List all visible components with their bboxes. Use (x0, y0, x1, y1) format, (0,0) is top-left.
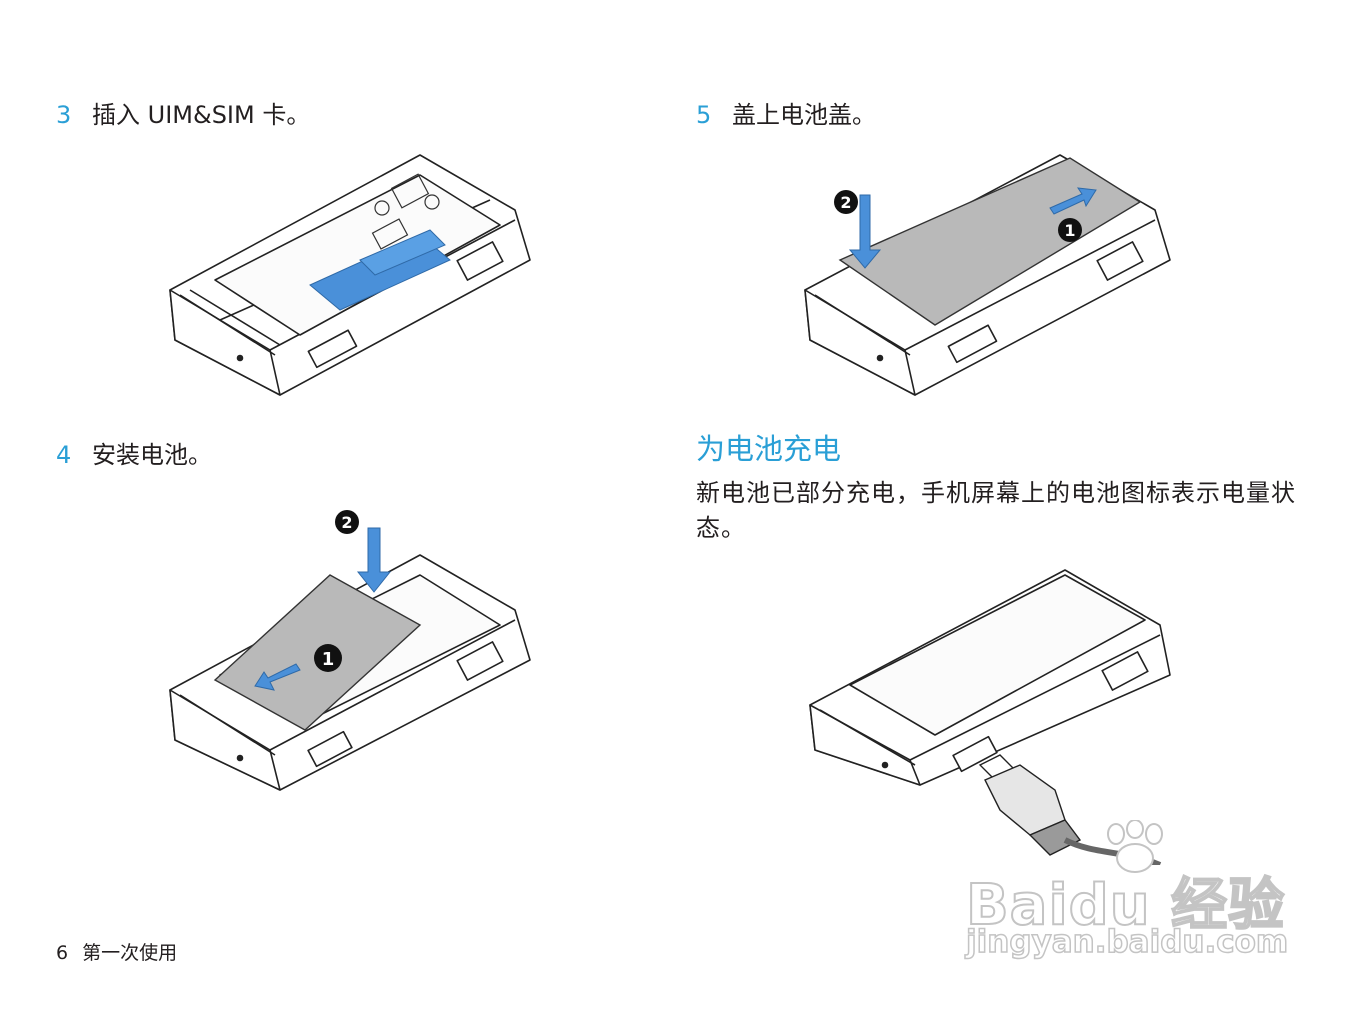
callout-one: 1 (1064, 221, 1075, 240)
watermark-url: jingyan.baidu.com (965, 923, 1289, 961)
baidu-watermark: Baidu 经验 jingyan.baidu.com (960, 820, 1290, 970)
step-4-heading: 4 安装电池。 (56, 440, 212, 470)
page-number: 6 (56, 942, 69, 964)
phone-battery-illustration: 1 2 (169, 510, 531, 791)
callout-two: 2 (341, 513, 352, 532)
step-number: 4 (56, 441, 72, 469)
battery-cover-icon (838, 157, 1142, 326)
charging-description: 新电池已部分充电，手机屏幕上的电池图标表示电量状态。 (696, 479, 1296, 542)
step-5-heading: 5 盖上电池盖。 (696, 100, 876, 130)
callout-icons: 1 2 (834, 190, 1082, 242)
step-text: 盖上电池盖。 (732, 101, 876, 129)
step-text: 安装电池。 (92, 441, 212, 469)
baidu-paw-icon (1107, 820, 1163, 873)
callout-icons: 1 2 (314, 510, 359, 672)
footer-section: 第一次使用 (82, 942, 178, 964)
charging-title: 为电池充电 (696, 432, 842, 466)
step-number: 5 (696, 101, 712, 129)
callout-two: 2 (840, 193, 851, 212)
arrow-icon (254, 527, 392, 691)
step-text: 插入 UIM&SIM 卡。 (92, 101, 311, 129)
step-number: 3 (56, 101, 72, 129)
phone-cover-illustration: 1 2 (804, 154, 1171, 396)
phone-sim-illustration (169, 154, 531, 396)
watermark-main: Baidu 经验 (965, 872, 1286, 939)
page-footer: 6 第一次使用 (56, 940, 177, 966)
callout-one: 1 (322, 649, 335, 670)
arrow-icon (848, 187, 1097, 269)
sim-card-icon (309, 229, 451, 311)
step-3-heading: 3 插入 UIM&SIM 卡。 (56, 100, 310, 130)
